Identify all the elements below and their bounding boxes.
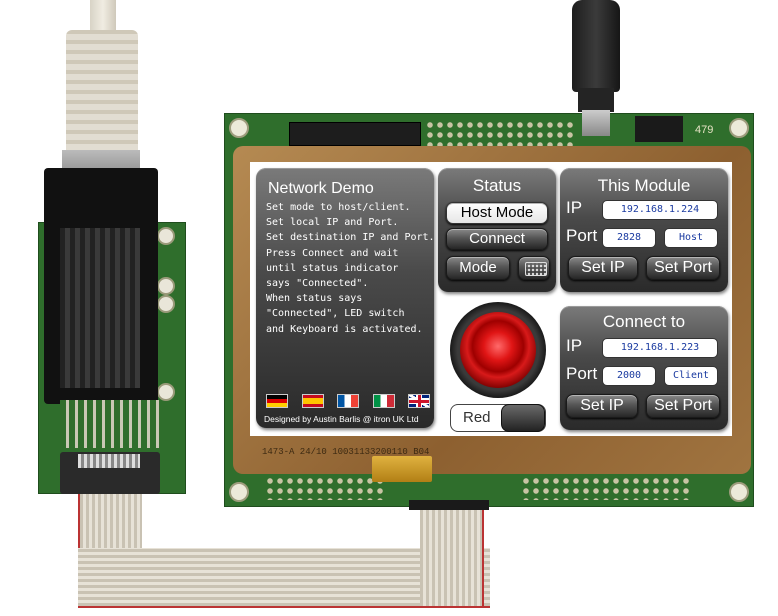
mounting-hole [157, 227, 175, 245]
mounting-hole [229, 118, 249, 138]
mounting-hole [729, 482, 749, 502]
ribbon-cable-right [420, 500, 484, 606]
lcd-serial: 1473-A 24/10 10031133200110 B04 [262, 447, 430, 457]
lcd-flex-tab [372, 456, 432, 482]
spanish-flag-icon[interactable] [301, 394, 324, 408]
instruction-line: Set local IP and Port. [266, 217, 399, 229]
ribbon-connector-pins [78, 454, 140, 468]
dest-ip-label: IP [566, 336, 583, 355]
status-panel: Status Host Mode Connect Mode [438, 168, 556, 292]
this-role-field[interactable]: Host [664, 228, 718, 248]
mounting-hole [229, 482, 249, 502]
instruction-line: Set mode to host/client. [266, 202, 411, 213]
switch-knob[interactable] [501, 404, 545, 432]
instruction-line: says "Connected". [266, 278, 369, 290]
dest-port-label: Port [566, 364, 598, 383]
dest-ip-field[interactable]: 192.168.1.223 [602, 338, 718, 358]
instructions: Set mode to host/client. Set local IP an… [266, 200, 436, 337]
connect-to-panel: Connect to IP 192.168.1.223 Port 2000 Cl… [560, 306, 728, 430]
pcb-pads [265, 476, 385, 500]
status-title: Status [472, 176, 522, 195]
led-color-label: Red [463, 409, 491, 426]
led-color-switch[interactable]: Red [450, 404, 546, 432]
language-flags [266, 394, 430, 408]
instruction-line: "Connected", LED switch [266, 308, 405, 320]
keyboard-button[interactable] [518, 256, 550, 280]
pcb-pads [611, 476, 691, 500]
led-indicator [450, 302, 546, 398]
french-flag-icon[interactable] [337, 394, 359, 408]
network-demo-panel: Network Demo Set mode to host/client. Se… [256, 168, 436, 428]
dest-port-field[interactable]: 2000 [602, 366, 656, 386]
instruction-line: Press Connect and wait [266, 247, 399, 259]
dest-set-port-button[interactable]: Set Port [646, 394, 720, 418]
demo-title: Network Demo [268, 180, 374, 197]
usb-plug [582, 110, 610, 136]
connect-to-title: Connect to [602, 312, 686, 331]
usb-cable [572, 0, 620, 92]
connect-button[interactable]: Connect [446, 228, 548, 250]
instruction-line: Set destination IP and Port. [266, 232, 435, 244]
usb-cable-neck [578, 88, 614, 112]
this-module-panel: This Module IP 192.168.1.224 Port 2828 H… [560, 168, 728, 292]
this-ip-field[interactable]: 192.168.1.224 [602, 200, 718, 220]
dest-role-field[interactable]: Client [664, 366, 718, 386]
host-mode-button[interactable]: Host Mode [446, 202, 548, 224]
mounting-hole [157, 277, 175, 295]
instruction-line: until status indicator [266, 262, 399, 274]
this-port-field[interactable]: 2828 [602, 228, 656, 248]
this-set-port-button[interactable]: Set Port [646, 256, 720, 280]
uk-flag-icon[interactable] [408, 394, 430, 408]
this-set-ip-button[interactable]: Set IP [568, 256, 638, 280]
pcb-pads [425, 120, 575, 146]
german-flag-icon[interactable] [266, 394, 288, 408]
module-components [60, 400, 160, 448]
rj45-jack-fins [60, 228, 140, 388]
bottom-connector [409, 500, 489, 510]
pcb-header-connector [289, 122, 421, 146]
this-module-title: This Module [597, 176, 691, 195]
this-port-label: Port [566, 226, 598, 245]
rj45-plug-boot [66, 30, 138, 170]
this-ip-label: IP [566, 198, 583, 217]
mode-button[interactable]: Mode [446, 256, 510, 280]
mounting-hole [157, 295, 175, 313]
italian-flag-icon[interactable] [372, 394, 395, 408]
credit-text: Designed by Austin Barlis @ itron UK Ltd [264, 414, 419, 424]
pcb-label: 479 [695, 124, 714, 136]
sd-card-slot [635, 116, 683, 142]
instruction-line: and Keyboard is activated. [266, 323, 423, 335]
instruction-line: When status says [266, 293, 363, 305]
keyboard-icon [525, 262, 547, 276]
red-led[interactable] [460, 312, 536, 388]
dest-set-ip-button[interactable]: Set IP [566, 394, 638, 418]
touch-screen: Network Demo Set mode to host/client. Se… [250, 162, 732, 436]
mounting-hole [729, 118, 749, 138]
mounting-hole [157, 383, 175, 401]
pcb-pads [521, 476, 611, 500]
